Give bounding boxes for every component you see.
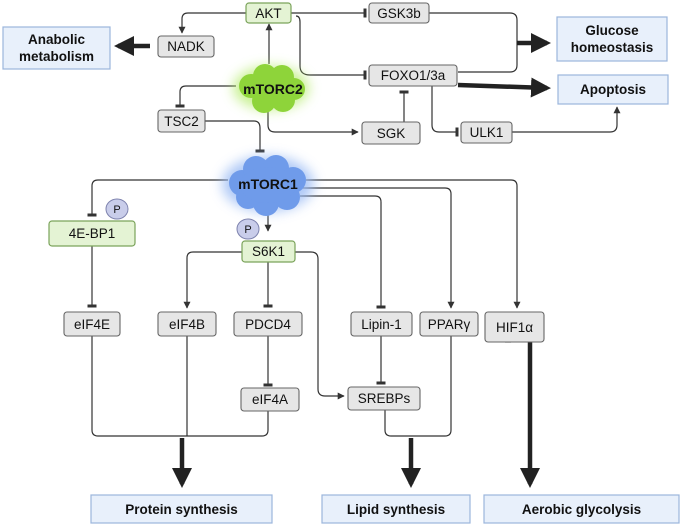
- node-eif4e-label: eIF4E: [74, 317, 110, 332]
- node-srebps: SREBPs: [347, 386, 421, 411]
- phospho-label-4ebp1: P: [113, 204, 120, 216]
- mtorc1-blob: [229, 155, 306, 216]
- node-lipin1-label: Lipin-1: [361, 317, 402, 332]
- node-s6k1-label: S6K1: [252, 244, 285, 259]
- edge-s6k1-srebps: [295, 251, 345, 400]
- node-sgk-label: SGK: [377, 126, 406, 141]
- node-hif1a-label: HIF1α: [496, 320, 533, 335]
- outcome-anabolic-line2: metabolism: [19, 49, 94, 64]
- outcome-protein-synthesis: Protein synthesis: [90, 494, 273, 524]
- edge-protein-bracket: [91, 336, 269, 437]
- node-eif4a: eIF4A: [240, 387, 300, 412]
- edge-mtorc1-hif1a: [306, 179, 521, 309]
- mtorc2-blob: [239, 64, 305, 113]
- outcome-anabolic-line1: Anabolic: [28, 32, 85, 47]
- mtorc1-label: mTORC1: [238, 176, 298, 192]
- mtorc2-complex: mTORC2: [233, 64, 309, 113]
- node-hif1a: HIF1α: [484, 311, 545, 343]
- edge-tsc2-mtorc1: [205, 120, 265, 153]
- node-tsc2-label: TSC2: [164, 114, 199, 129]
- outcome-glucose-line2: homeostasis: [571, 40, 654, 55]
- outcome-glucose-line1: Glucose: [585, 23, 639, 38]
- connectors: [87, 8, 621, 437]
- outcome-apoptosis-label: Apoptosis: [580, 82, 646, 97]
- edge-mtorc1-4ebp1: [87, 179, 228, 217]
- node-pdcd4: PDCD4: [233, 311, 303, 337]
- node-4ebp1: 4E-BP1: [48, 220, 136, 247]
- thick-arrow-apoptosis: [457, 77, 551, 98]
- thick-arrows: [114, 33, 551, 488]
- edge-akt-foxo: [295, 15, 367, 80]
- outcome-apoptosis: Apoptosis: [557, 74, 669, 105]
- edge-ulk1-apoptosis: [512, 106, 621, 133]
- node-gsk3b: GSK3b: [368, 2, 430, 24]
- edge-s6k1-eif4b: [183, 251, 242, 309]
- edge-foxo-ulk1: [431, 86, 459, 137]
- phospho-label-s6k1: P: [244, 224, 251, 236]
- node-ppar: PPARγ: [419, 311, 479, 337]
- node-s6k1: S6K1: [241, 240, 296, 263]
- node-foxo: FOXO1/3a: [368, 64, 458, 87]
- node-nadk: NADK: [157, 35, 215, 58]
- edge-lipid-bracket: [384, 336, 452, 437]
- edge-gsk3b-foxo-join: [429, 12, 518, 73]
- outcome-lipid-label: Lipid synthesis: [347, 502, 445, 517]
- outcome-protein-label: Protein synthesis: [125, 502, 238, 517]
- edge-akt-nadk: [178, 12, 246, 34]
- phospho-badge-4ebp1: P: [105, 198, 129, 220]
- node-eif4b: eIF4B: [157, 311, 217, 337]
- edge-mtorc1-ppar: [302, 187, 455, 309]
- node-gsk3b-label: GSK3b: [377, 6, 421, 21]
- node-akt: AKT: [245, 2, 292, 24]
- node-srebps-label: SREBPs: [358, 391, 411, 406]
- node-ulk1: ULK1: [460, 121, 513, 144]
- edge-mtorc2-tsc2: [175, 85, 236, 108]
- mtorc2-label: mTORC2: [243, 81, 303, 97]
- node-eif4b-label: eIF4B: [169, 317, 205, 332]
- phospho-badge-s6k1: P: [236, 218, 260, 240]
- node-4ebp1-label: 4E-BP1: [69, 226, 116, 241]
- node-akt-label: AKT: [255, 6, 281, 21]
- outcome-glycolysis-label: Aerobic glycolysis: [522, 502, 641, 517]
- node-ppar-label: PPARγ: [428, 317, 471, 332]
- edge-mtorc1-lipin1: [300, 195, 386, 309]
- outcome-anabolic-metabolism: Anabolic metabolism: [2, 26, 111, 70]
- outcome-glucose-homeostasis: Glucose homeostasis: [556, 16, 668, 62]
- node-sgk: SGK: [361, 121, 421, 145]
- node-eif4a-label: eIF4A: [252, 392, 288, 407]
- node-ulk1-label: ULK1: [470, 125, 504, 140]
- outcome-aerobic-glycolysis: Aerobic glycolysis: [483, 494, 680, 524]
- mtorc1-complex: mTORC1: [222, 155, 314, 216]
- node-eif4e: eIF4E: [63, 311, 121, 337]
- node-nadk-label: NADK: [167, 39, 205, 54]
- node-tsc2: TSC2: [157, 109, 206, 133]
- node-pdcd4-label: PDCD4: [245, 317, 291, 332]
- node-lipin1: Lipin-1: [350, 311, 413, 337]
- node-foxo-label: FOXO1/3a: [381, 68, 446, 83]
- edge-mtorc2-sgk: [267, 108, 359, 136]
- outcome-lipid-synthesis: Lipid synthesis: [321, 494, 471, 524]
